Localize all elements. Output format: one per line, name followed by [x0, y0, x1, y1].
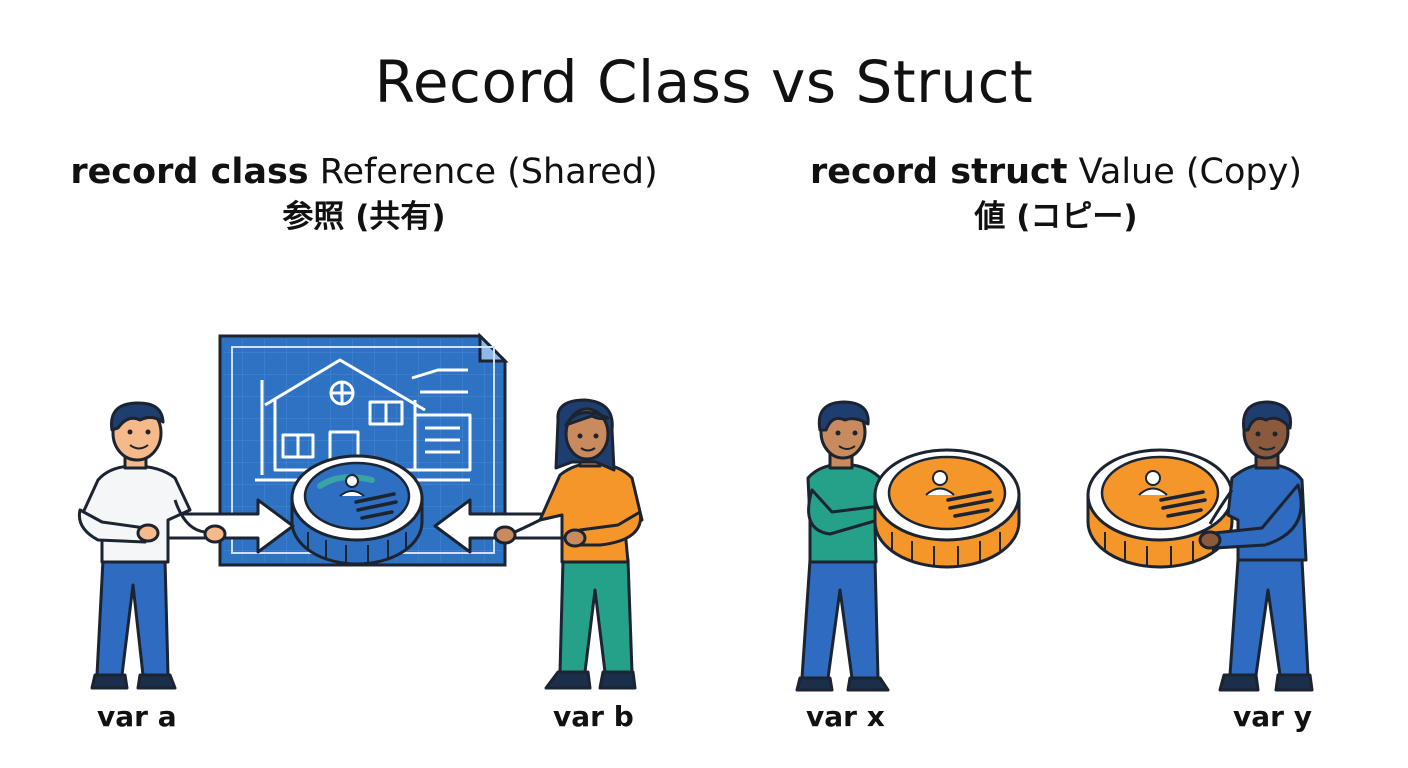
person-var-b: [493, 398, 644, 690]
record-class-keyword: record class: [70, 152, 309, 192]
record-class-heading: record class Reference (Shared) 参照 (共有): [14, 150, 714, 240]
record-class-japanese: 参照 (共有): [282, 199, 446, 235]
shared-coin-icon: [290, 454, 424, 566]
record-struct-keyword: record struct: [810, 152, 1068, 192]
var-y-label: var y: [1233, 700, 1312, 733]
record-struct-heading: record struct Value (Copy) 値 (コピー): [706, 150, 1406, 240]
record-struct-japanese: 値 (コピー): [974, 199, 1138, 235]
var-x-label: var x: [806, 700, 885, 733]
person-var-y: [1198, 400, 1314, 692]
record-class-subtitle: Reference (Shared): [319, 152, 658, 192]
var-b-label: var b: [553, 700, 634, 733]
page-title: Record Class vs Struct: [374, 48, 1034, 116]
copy-coin-y-icon: [1086, 448, 1234, 569]
var-a-label: var a: [97, 700, 177, 733]
person-var-x: [795, 400, 900, 692]
record-struct-subtitle: Value (Copy): [1078, 152, 1302, 192]
copy-coin-x-icon: [873, 448, 1021, 569]
person-var-a: [77, 401, 227, 690]
